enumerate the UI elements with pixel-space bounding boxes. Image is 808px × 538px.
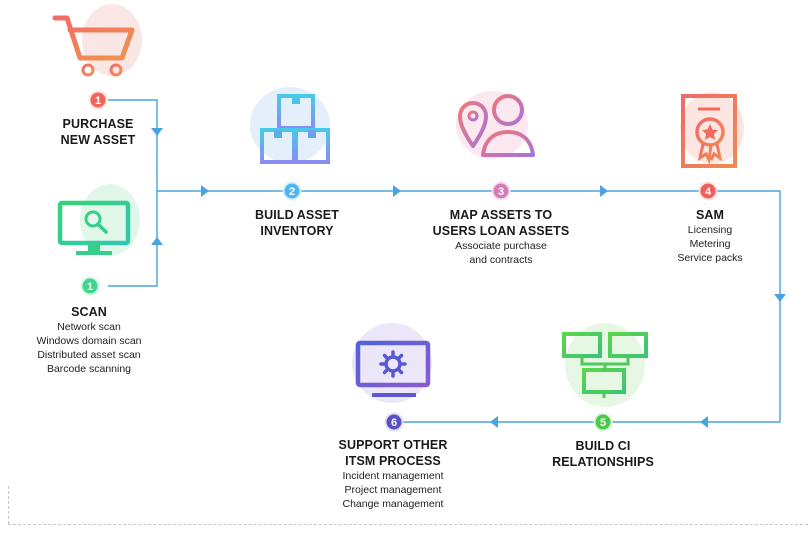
step-purchase-title-2: NEW ASSET xyxy=(60,133,136,147)
badge-purchase: 1 xyxy=(88,90,108,110)
svg-text:5: 5 xyxy=(600,417,606,429)
step-map-assets-detail-1: Associate purchase xyxy=(455,240,547,252)
step-build-inventory-title-2: INVENTORY xyxy=(260,224,334,238)
step-scan-detail-3: Distributed asset scan xyxy=(37,349,141,361)
step-sam-detail-2: Metering xyxy=(689,238,731,250)
step-sam-title: SAM xyxy=(695,208,725,222)
step-scan-detail-2: Windows domain scan xyxy=(36,335,142,347)
step-map-assets-title-2: USERS LOAN ASSETS xyxy=(432,224,570,238)
svg-text:3: 3 xyxy=(498,186,504,198)
arrow-right-3 xyxy=(600,185,608,197)
svg-text:4: 4 xyxy=(705,186,712,198)
network-ci-icon xyxy=(562,323,648,407)
monitor-gear-icon xyxy=(352,323,432,403)
step-support-itsm-detail-2: Project management xyxy=(344,484,442,496)
badge-scan: 1 xyxy=(80,276,100,296)
connector-arrows xyxy=(151,128,786,428)
arrow-down-purchase xyxy=(151,128,163,136)
connector-right-side xyxy=(708,190,781,423)
step-map-assets-detail-2: and contracts xyxy=(469,254,533,266)
step-support-itsm-detail-1: Incident management xyxy=(342,470,444,482)
step-sam-detail-1: Licensing xyxy=(687,224,733,236)
step-build-inventory-title-1: BUILD ASSET xyxy=(255,208,339,222)
shopping-cart-icon xyxy=(52,4,142,77)
step-support-itsm-detail-3: Change management xyxy=(342,498,444,510)
step-purchase-title-1: PURCHASE xyxy=(62,117,134,131)
arrow-left-1 xyxy=(700,416,708,428)
arrow-right-1 xyxy=(201,185,209,197)
step-sam-detail-3: Service packs xyxy=(677,252,743,264)
step-build-ci-label: BUILD CI RELATIONSHIPS xyxy=(552,438,654,470)
frame-border-left xyxy=(8,486,9,524)
step-purchase-label: PURCHASE NEW ASSET xyxy=(61,116,136,148)
location-user-icon xyxy=(456,91,535,159)
svg-text:1: 1 xyxy=(87,281,93,293)
step-scan-title: SCAN xyxy=(71,305,107,319)
connector-lines xyxy=(108,99,781,423)
svg-text:6: 6 xyxy=(391,417,397,429)
step-build-ci-title-1: BUILD CI xyxy=(575,439,631,453)
step-scan-detail-4: Barcode scanning xyxy=(46,363,132,375)
arrow-up-scan xyxy=(151,237,163,245)
badge-sam: 4 xyxy=(698,181,718,201)
step-build-ci-title-2: RELATIONSHIPS xyxy=(552,455,654,469)
frame-border-bottom xyxy=(8,524,808,525)
step-map-assets-title-1: MAP ASSETS TO xyxy=(449,208,553,222)
step-badges: 1 1 2 3 4 5 6 xyxy=(80,90,718,432)
svg-text:2: 2 xyxy=(289,186,295,198)
badge-build-inventory: 2 xyxy=(282,181,302,201)
boxes-inventory-icon xyxy=(250,87,330,164)
badge-build-ci: 5 xyxy=(593,412,613,432)
arrow-left-2 xyxy=(490,416,498,428)
badge-map-assets: 3 xyxy=(491,181,511,201)
step-sam-label: SAM Licensing Metering Service packs xyxy=(677,207,742,265)
step-build-inventory-label: BUILD ASSET INVENTORY xyxy=(255,207,339,239)
connector-scan xyxy=(108,191,158,287)
svg-text:1: 1 xyxy=(95,95,101,107)
step-support-itsm-title-2: ITSM PROCESS xyxy=(345,454,441,468)
arrow-right-2 xyxy=(393,185,401,197)
certificate-icon xyxy=(680,92,744,168)
monitor-search-icon xyxy=(57,184,140,256)
arrow-down-right xyxy=(774,294,786,302)
badge-support-itsm: 6 xyxy=(384,412,404,432)
step-support-itsm-title-1: SUPPORT OTHER xyxy=(338,438,448,452)
step-support-itsm-label: SUPPORT OTHER ITSM PROCESS Incident mana… xyxy=(339,437,448,511)
step-scan-detail-1: Network scan xyxy=(57,321,121,333)
step-map-assets-label: MAP ASSETS TO USERS LOAN ASSETS Associat… xyxy=(433,207,570,267)
connector-purchase xyxy=(108,99,158,191)
step-scan-label: SCAN Network scan Windows domain scan Di… xyxy=(36,304,141,376)
